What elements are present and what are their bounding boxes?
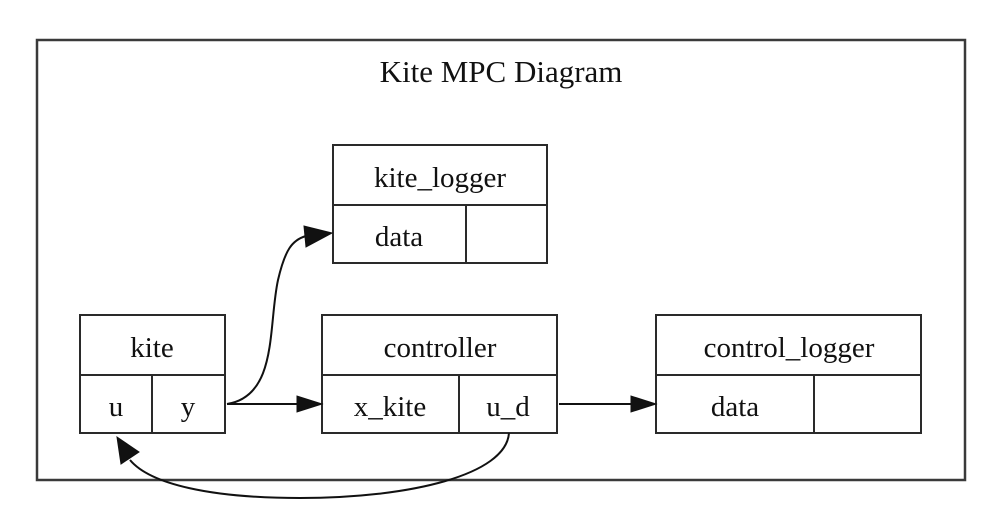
arrowhead [296,395,324,413]
node-controller: controller x_kite u_d [321,314,558,434]
arrowhead [630,395,658,413]
node-control-logger: control_logger data [655,314,922,434]
edges [116,225,658,500]
diagram-title: Kite MPC Diagram [380,54,623,89]
port-u-d: u_d [486,391,530,423]
node-kite-logger: kite_logger data [332,144,548,264]
arrowhead [303,225,334,248]
port-u: u [109,391,124,423]
port-y: y [181,391,196,423]
port-x-kite: x_kite [354,391,427,423]
node-name: control_logger [704,332,875,364]
port-data: data [375,221,423,253]
node-name: kite [130,332,174,364]
arrowhead [116,435,140,465]
node-kite: kite u y [79,314,226,434]
port-data: data [711,391,759,423]
node-name: kite_logger [374,162,506,194]
node-name: controller [384,332,497,364]
edge-controller-u-d-to-kite-u [129,432,510,500]
edge-kite-y-to-kite-logger-data [226,235,307,405]
